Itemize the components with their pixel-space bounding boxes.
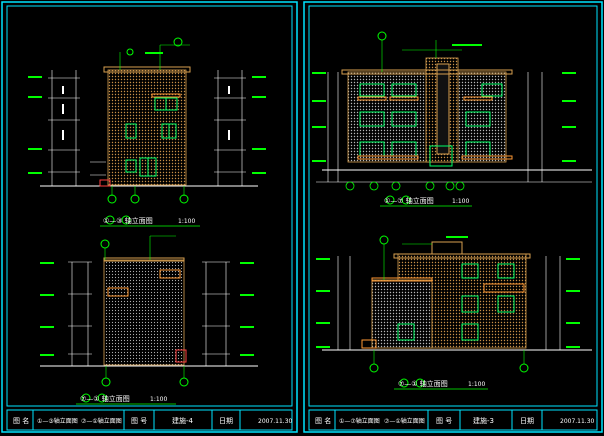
- view-title-lower-right: ⑦—① 轴立面图: [398, 379, 448, 388]
- title-block-name-value-1: ①—③轴立面图: [37, 417, 78, 425]
- sheet-canvas-right: ①—⑦ 轴立面图 1:100: [303, 1, 603, 433]
- view-scale-upper: 1:100: [178, 218, 195, 225]
- title-block-name-value-2: ⑦—①轴立面图: [81, 417, 122, 425]
- title-block-date-label: 日期: [219, 417, 233, 425]
- title-block-name-value-2-r: ⑦—①轴立面图: [384, 417, 425, 425]
- title-block-name-value-1-r: ①—⑦轴立面图: [339, 417, 380, 425]
- view-title-upper: ①—③ 轴立面图: [103, 216, 153, 225]
- elevation-upper-left: [28, 37, 266, 204]
- title-block-date-value-r: 2007.11.30: [560, 418, 595, 425]
- view-scale-lower: 1:100: [150, 396, 167, 403]
- view-scale-lower-right: 1:100: [468, 381, 485, 388]
- title-block-right: 图 名 ①—⑦轴立面图 ⑦—①轴立面图 图 号 建施-3 日期 2007.11.…: [308, 409, 598, 431]
- elevation-upper-right: [312, 31, 592, 191]
- elevation-lower-right: [316, 235, 592, 373]
- title-block-number-label-r: 图 号: [436, 417, 452, 425]
- drawing-sheet-left: ①—③ 轴立面图 1:100: [0, 0, 300, 436]
- drawing-sheet-right: ①—⑦ 轴立面图 1:100: [302, 0, 604, 436]
- title-block-name-label: 图 名: [13, 416, 29, 425]
- sheet-border: [1, 1, 298, 433]
- view-title-lower: ⑦—① 轴立面图: [80, 394, 130, 403]
- view-scale-upper-right: 1:100: [452, 198, 469, 205]
- title-block-date-label-r: 日期: [520, 417, 534, 425]
- title-block-number-value-r: 建施-3: [473, 416, 494, 425]
- title-block-date-value: 2007.11.30: [258, 418, 293, 425]
- view-title-upper-right: ①—⑦ 轴立面图: [384, 196, 434, 205]
- title-block-left: 图 名 ①—③轴立面图 ⑦—①轴立面图 图 号 建施-4 日期 2007.11.…: [6, 409, 293, 431]
- title-block-name-label-r: 图 名: [315, 416, 331, 425]
- title-block-number-label: 图 号: [131, 417, 147, 425]
- elevation-lower-left: [40, 235, 258, 387]
- drawing-frame: [6, 5, 293, 407]
- title-block-number-value: 建施-4: [172, 416, 194, 425]
- sheet-canvas-left: ①—③ 轴立面图 1:100: [1, 1, 298, 433]
